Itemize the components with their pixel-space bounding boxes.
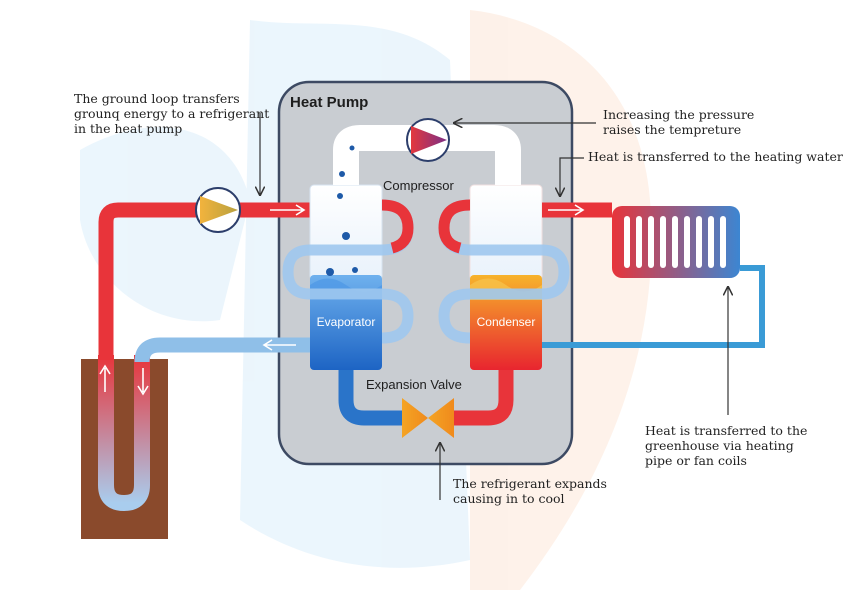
heating-flow-arrow	[548, 204, 585, 216]
annotation-line: greenhouse via heating	[645, 438, 794, 453]
annotation-line: Heat is transferred to the heating water	[588, 149, 843, 164]
annotation-line: causing in to cool	[453, 491, 565, 506]
ground-return-pipe	[134, 337, 313, 363]
compressor-label: Compressor	[383, 178, 454, 193]
annotation-line: grounq energy to a refrigerant	[74, 106, 270, 121]
annotation-line: The refrigerant expands	[453, 476, 607, 491]
heating-water-pointer	[560, 157, 584, 196]
expansion-annotation: The refrigerant expands causing in to co…	[453, 476, 607, 506]
heat-pump-title: Heat Pump	[290, 94, 368, 111]
refrigerant-bubbles	[326, 145, 358, 276]
greenhouse-annotation: Heat is transferred to the greenhouse vi…	[645, 423, 807, 468]
return-flow-arrow	[262, 339, 296, 351]
annotation-line: The ground loop transfers	[74, 91, 240, 106]
expansion-valve	[402, 398, 454, 438]
supply-flow-arrow	[270, 204, 306, 216]
annotation-line: raises the tempreture	[603, 122, 742, 137]
ground-loop-pipe	[98, 355, 150, 512]
annotation-line: in the heat pump	[74, 121, 183, 136]
compressor-annotation: Increasing the pressure raises the tempr…	[603, 107, 754, 137]
annotation-line: Heat is transferred to the	[645, 423, 808, 438]
ground-loop-pump	[195, 187, 241, 233]
ground-arrow-up	[99, 364, 111, 392]
condenser-top	[469, 184, 543, 281]
expansion-valve-label: Expansion Valve	[366, 377, 462, 392]
annotation-line: Increasing the pressure	[603, 107, 755, 122]
heating-water-annotation: Heat is transferred to the heating water	[588, 149, 843, 164]
ground-supply-pipe	[98, 202, 313, 360]
ground-pit	[81, 359, 168, 539]
heating-return-pipe	[542, 265, 765, 348]
annotation-line: pipe or fan coils	[645, 453, 747, 468]
compressor-pump	[406, 118, 450, 162]
evaporator-label: Evaporator	[317, 315, 376, 329]
expansion-loop-pipe-hot	[445, 370, 514, 426]
ground-arrow-down	[137, 368, 149, 396]
expansion-loop-pipe	[338, 370, 410, 426]
ground-loop-annotation: The ground loop transfers grounq energy …	[74, 91, 269, 136]
condenser-label: Condenser	[477, 315, 536, 329]
radiator	[612, 206, 740, 278]
